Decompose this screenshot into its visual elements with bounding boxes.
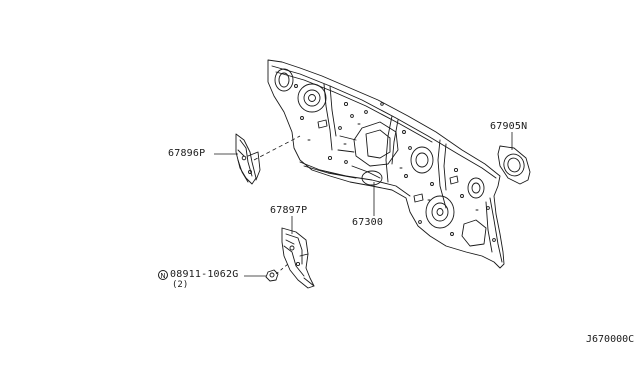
label-bolt-quantity: (2) — [172, 280, 189, 290]
label-dash-panel: 67300 — [352, 217, 384, 228]
dash-panel-drawing — [267, 59, 505, 269]
label-grommet: 67905N — [490, 121, 528, 132]
bolt-drawing — [265, 269, 279, 282]
diagram-reference: J670000C — [586, 334, 635, 345]
label-bolt: 08911-1062G — [170, 269, 239, 280]
n-circle-icon: N — [158, 270, 168, 280]
lower-bracket-drawing — [281, 227, 315, 289]
dashed-link-bolt — [275, 263, 289, 275]
label-lower-bracket: 67897P — [270, 205, 308, 216]
label-left-bracket: 67896P — [168, 148, 206, 159]
dashed-link-left-bracket — [253, 135, 301, 161]
grommet-drawing — [497, 145, 531, 185]
left-bracket-drawing — [235, 133, 261, 185]
